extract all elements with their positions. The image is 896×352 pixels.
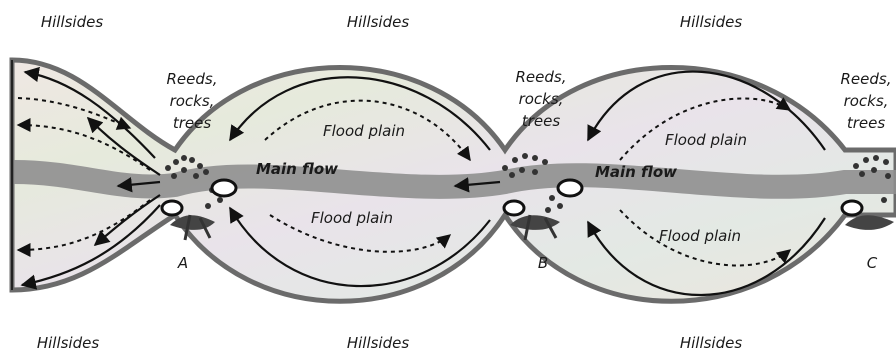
point-a-label: A [178,254,188,272]
hillsides-label: Hillsides [37,334,99,352]
reeds-label: Reeds, rocks, trees [831,68,896,134]
hillsides-label: Hillsides [347,13,409,31]
flood-plain-label: Flood plain [665,131,747,149]
reeds-line: trees [506,110,576,132]
point-b-label: B [538,254,548,272]
hillsides-label: Hillsides [41,13,103,31]
main-flow-label: Main flow [256,160,338,178]
flood-plain-label: Flood plain [659,227,741,245]
flood-plain-label: Flood plain [323,122,405,140]
reeds-line: Reeds, [831,68,896,90]
reeds-line: rocks, [831,90,896,112]
hillsides-label: Hillsides [347,334,409,352]
reeds-line: rocks, [506,88,576,110]
flood-plain-label: Flood plain [311,209,393,227]
reeds-line: trees [157,112,227,134]
reeds-label: Reeds, rocks, trees [506,66,576,132]
hillsides-label: Hillsides [680,13,742,31]
reeds-label: Reeds, rocks, trees [157,68,227,134]
hillsides-label: Hillsides [680,334,742,352]
point-c-label: C [867,254,877,272]
reeds-line: trees [831,112,896,134]
reeds-line: Reeds, [506,66,576,88]
reeds-line: rocks, [157,90,227,112]
reeds-line: Reeds, [157,68,227,90]
main-flow-label: Main flow [595,163,677,181]
